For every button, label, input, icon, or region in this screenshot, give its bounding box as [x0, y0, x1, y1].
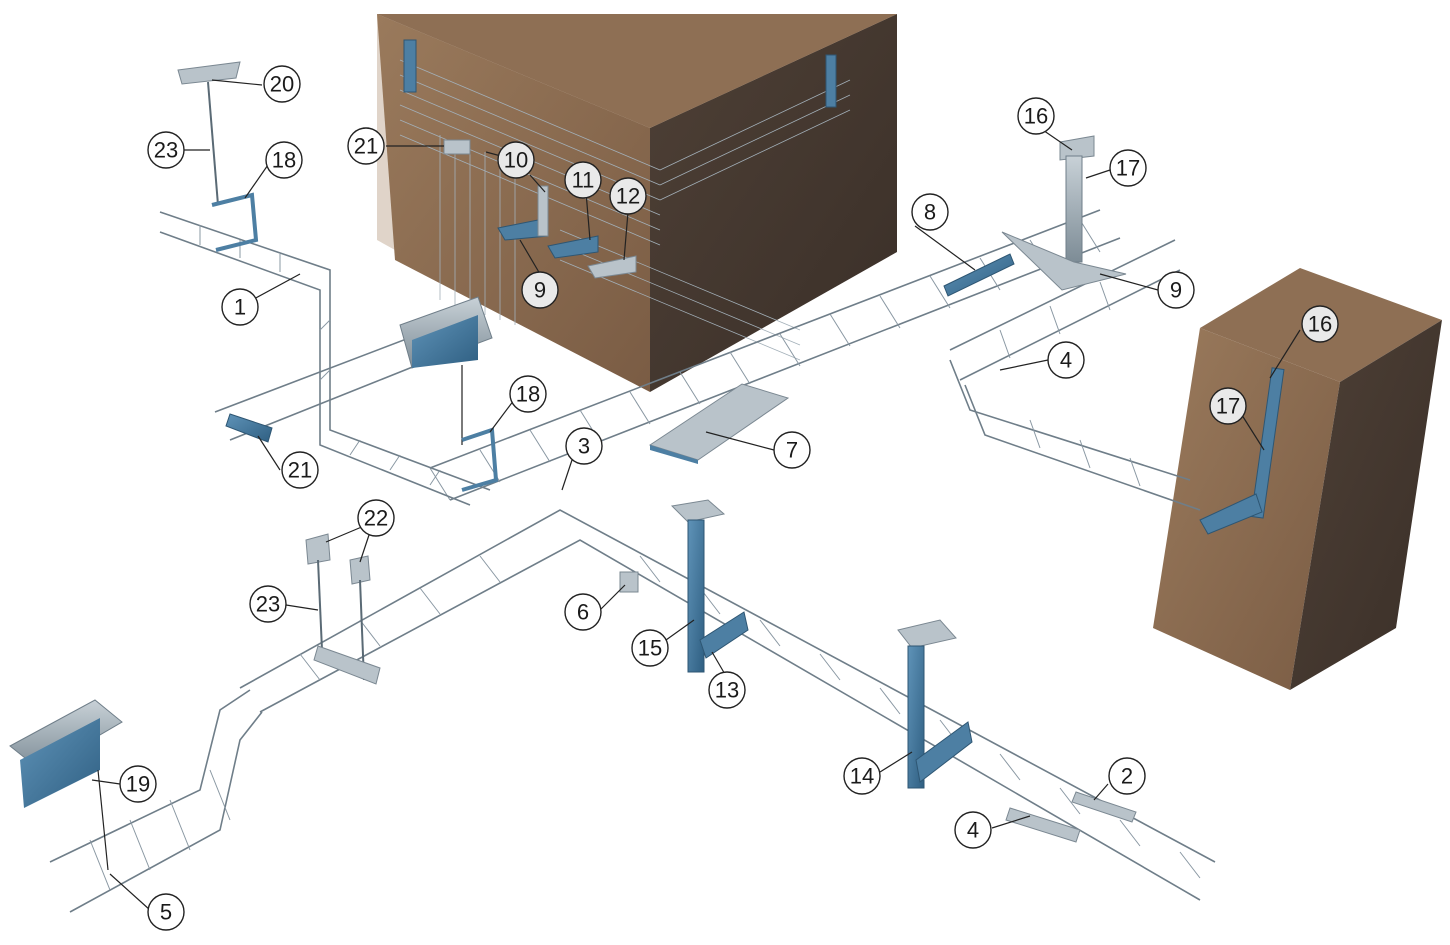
splice-2-4 [1005, 791, 1137, 843]
callout-3: 3 [565, 427, 603, 465]
bracket-9-right [1001, 231, 1127, 291]
callout-label: 18 [516, 382, 540, 407]
concrete-block-large [377, 14, 897, 392]
hanger-22-23-lower [305, 533, 381, 685]
callout-9-left: 9 [521, 271, 559, 309]
callout-16-upper: 16 [1017, 97, 1055, 135]
concrete-pillar [1153, 268, 1442, 690]
cover-7 [648, 383, 790, 464]
callout-label: 15 [638, 636, 662, 661]
callout-5: 5 [147, 893, 185, 931]
wall-mesh-tray [399, 39, 851, 361]
callout-label: 21 [354, 134, 378, 159]
tray-left-lower [49, 689, 263, 913]
ceiling-beam-upper [399, 296, 493, 445]
callout-22: 22 [357, 499, 395, 537]
callout-8: 8 [911, 193, 949, 231]
pillar-bracket-17 [1199, 493, 1263, 535]
callout-label: 19 [126, 772, 150, 797]
callout-label: 16 [1024, 104, 1048, 129]
callout-16-pillar: 16 [1301, 305, 1339, 343]
callout-label: 11 [572, 168, 595, 193]
bracket-21-lower [225, 413, 273, 443]
leader-lines [91, 79, 1301, 911]
hanger-18-upper [211, 192, 259, 252]
callout-9-right: 9 [1157, 271, 1195, 309]
callout-label: 17 [1116, 156, 1140, 181]
callout-label: 12 [616, 184, 640, 209]
callout-21-upper: 21 [347, 127, 385, 165]
tray-main-diagonal [429, 209, 1121, 501]
callout-label: 2 [1121, 764, 1133, 789]
wall-bracket-10-post [537, 185, 549, 237]
pillar-side [1290, 320, 1442, 690]
callout-18-upper: 18 [265, 141, 303, 179]
wall-bracket-12 [587, 255, 637, 279]
concrete-block-upper [377, 14, 897, 128]
callout-6: 6 [564, 593, 602, 631]
hanger-rod-23-upper [177, 61, 259, 252]
hanger-18-lower [461, 427, 499, 492]
callout-23-upper: 23 [147, 131, 185, 169]
callout-label: 23 [154, 138, 178, 163]
callout-label: 17 [1216, 394, 1240, 419]
pillar-channel-16 [1250, 367, 1285, 519]
concrete-block-front [377, 14, 650, 392]
bracket-13 [699, 611, 749, 659]
callout-label: 8 [924, 200, 936, 225]
callout-10: 10 [497, 141, 535, 179]
callout-1: 1 [221, 288, 259, 326]
callout-label: 4 [967, 818, 979, 843]
callout-15: 15 [631, 629, 669, 667]
callout-12: 12 [609, 177, 647, 215]
callout-7: 7 [773, 431, 811, 469]
callout-label: 20 [270, 72, 294, 97]
callout-label: 4 [1060, 348, 1072, 373]
tray-right-branch [949, 239, 1201, 511]
floor-stand-15 [670, 499, 749, 673]
wall-bracket-21-top [403, 39, 417, 93]
callout-label: 1 [234, 295, 246, 320]
callout-19: 19 [119, 765, 157, 803]
wall-bracket-11 [547, 235, 599, 259]
callout-label: 9 [1170, 278, 1182, 303]
callout-4-upper: 4 [1047, 341, 1085, 379]
callout-label: 21 [288, 458, 312, 483]
wall-stand-16-17 [1001, 135, 1127, 291]
ceiling-beam-lower [9, 699, 123, 871]
callout-17-upper: 17 [1109, 149, 1147, 187]
callout-23-lower: 23 [249, 585, 287, 623]
callout-13: 13 [708, 671, 746, 709]
wall-bracket-side [825, 54, 837, 108]
callout-17-pillar: 17 [1209, 387, 1247, 425]
coupler-6 [619, 571, 639, 593]
tray-main-cross [239, 509, 1216, 901]
callout-label: 9 [534, 278, 546, 303]
callout-label: 13 [715, 678, 739, 703]
callout-11: 11 [564, 161, 602, 199]
clip-20 [177, 61, 241, 85]
callout-2: 2 [1108, 757, 1146, 795]
callout-label: 22 [364, 506, 388, 531]
callout-label: 5 [160, 900, 172, 925]
callout-label: 6 [577, 600, 589, 625]
callout-14: 14 [843, 757, 881, 795]
wall-bracket-21-mid [443, 139, 471, 155]
callout-21-lower: 21 [281, 451, 319, 489]
callout-label: 10 [504, 148, 528, 173]
floor-stand-14 [897, 619, 973, 789]
callout-label: 7 [786, 438, 798, 463]
callout-4-lower: 4 [954, 811, 992, 849]
callout-label: 18 [272, 148, 296, 173]
callout-label: 3 [578, 434, 590, 459]
bracket-8 [943, 253, 1015, 297]
concrete-block-side [650, 14, 897, 392]
callout-label: 23 [256, 592, 280, 617]
callout-label: 16 [1308, 312, 1332, 337]
callout-18-lower: 18 [509, 375, 547, 413]
callout-label: 14 [850, 764, 874, 789]
callout-20: 20 [263, 65, 301, 103]
